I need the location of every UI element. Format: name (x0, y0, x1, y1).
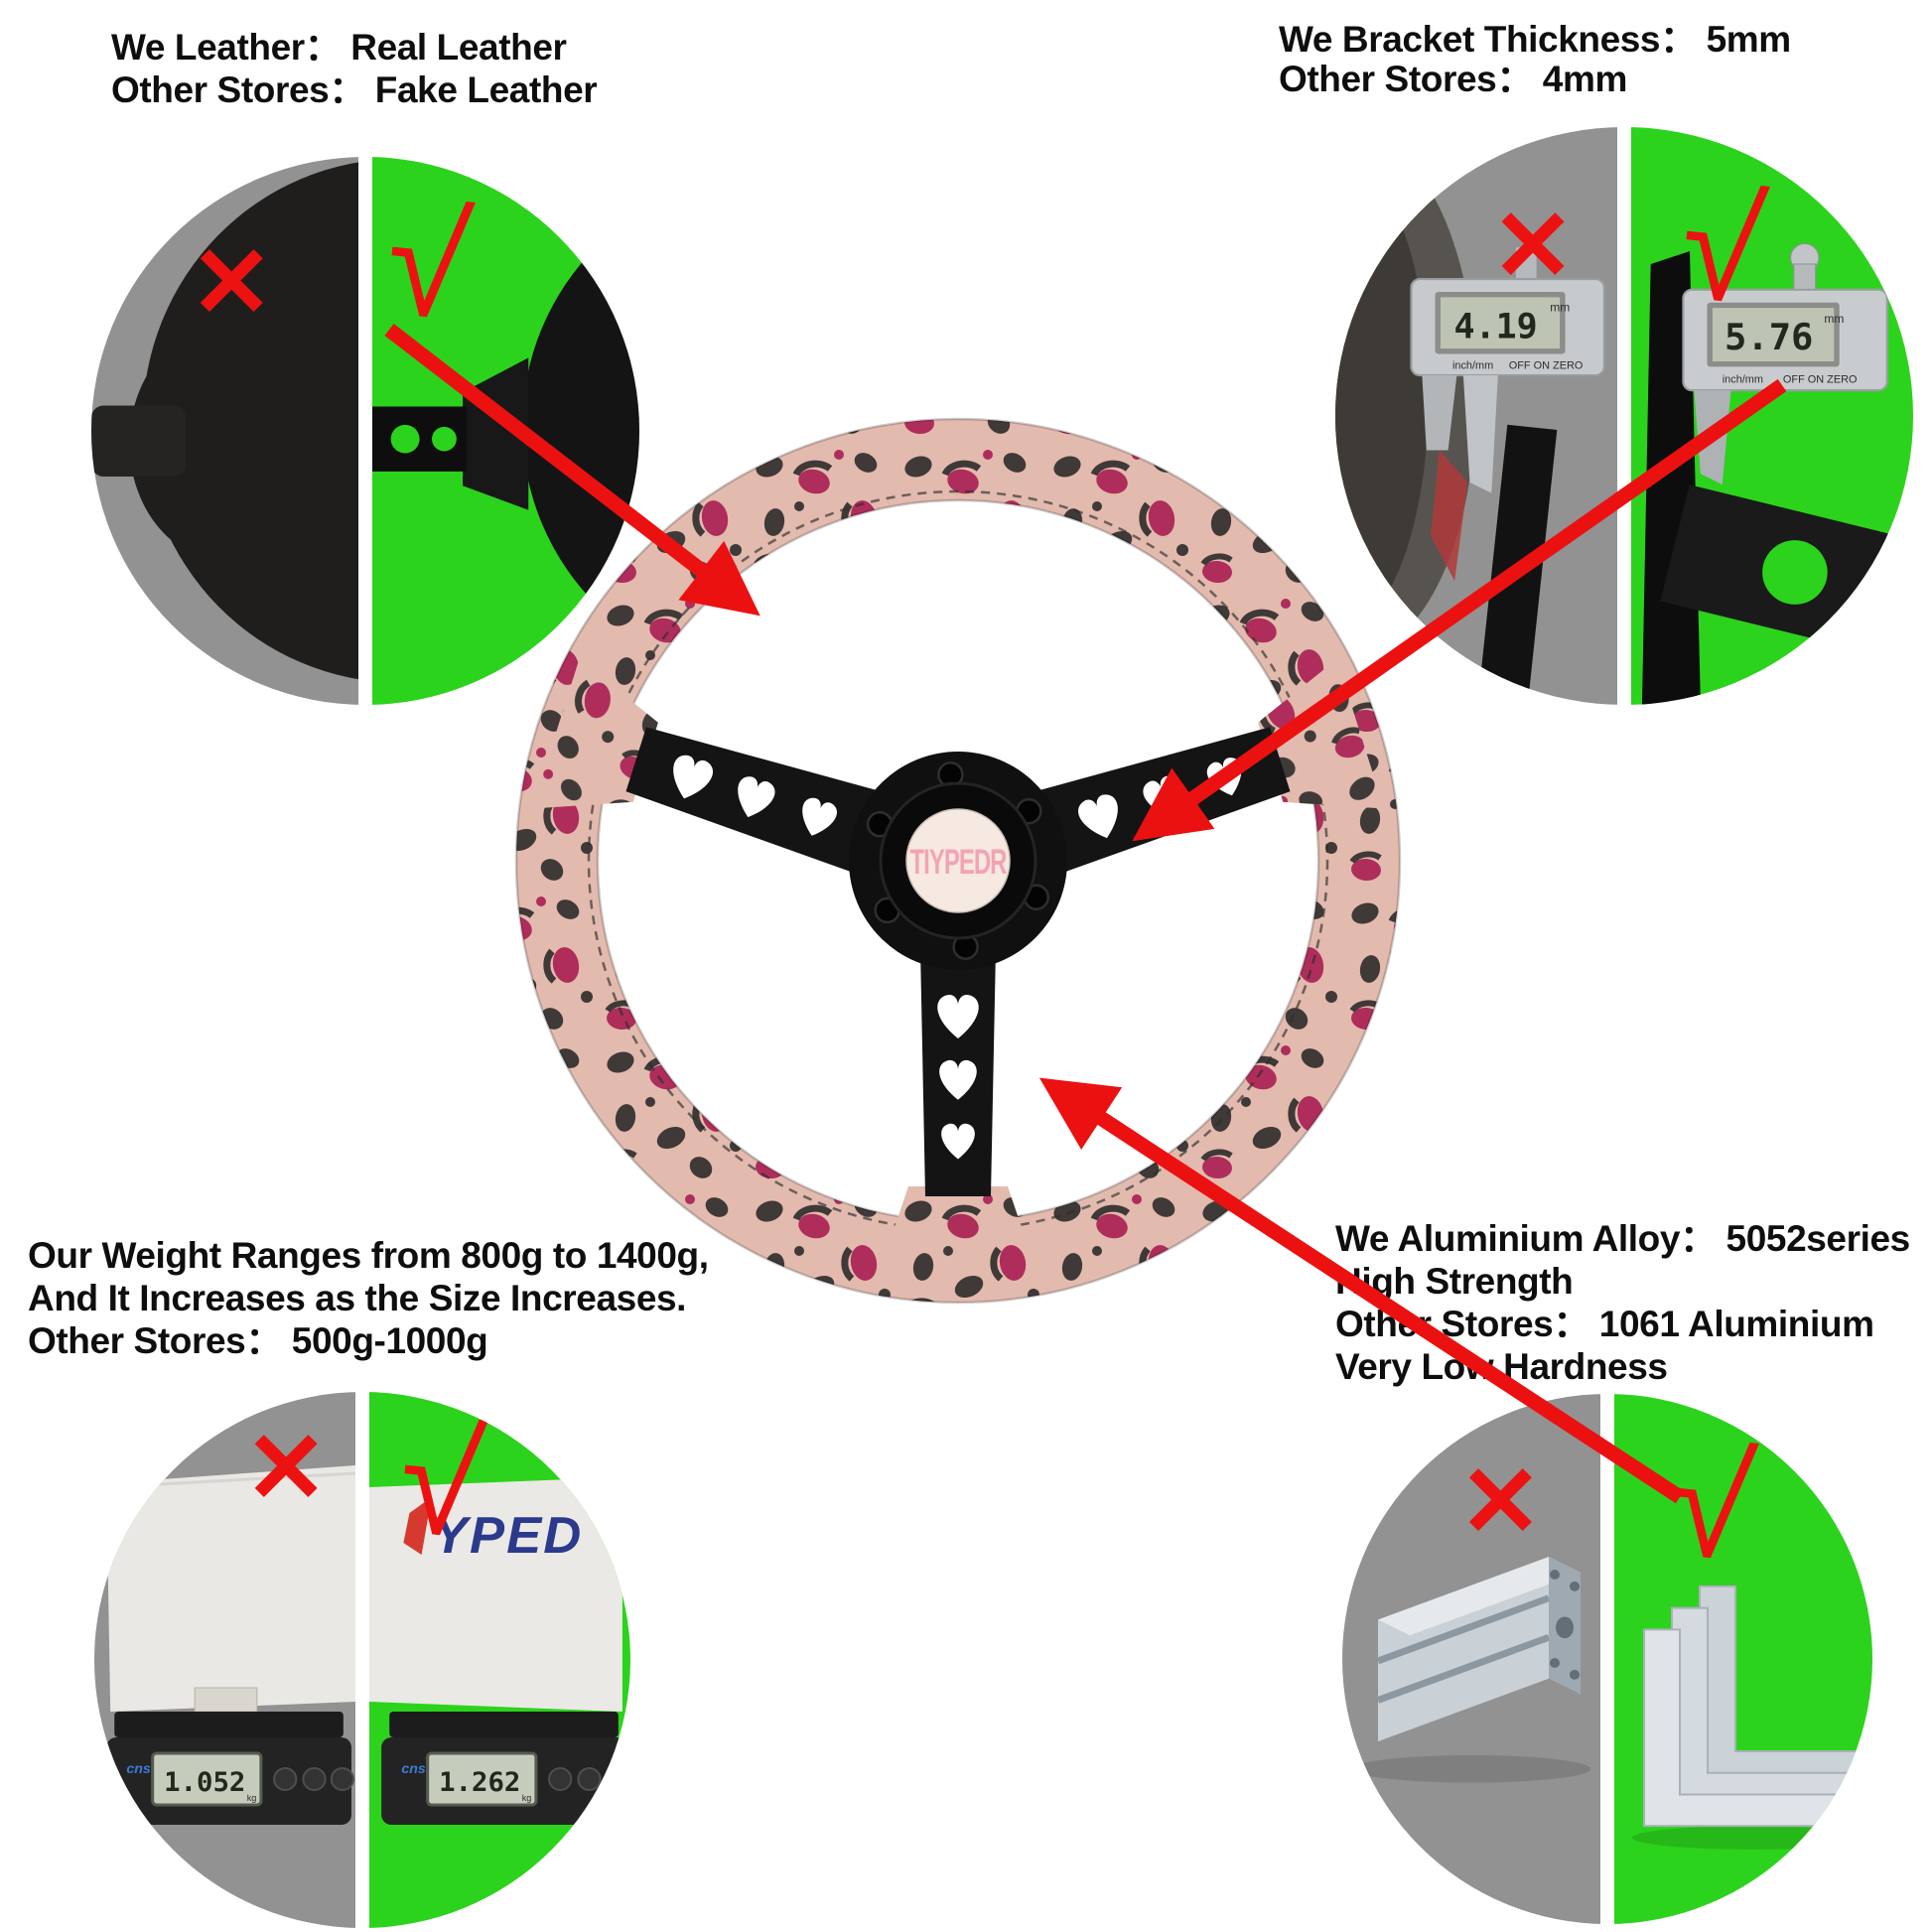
right-spoke (1016, 658, 1385, 881)
callout-line: Other Stores： 4mm (1279, 59, 1627, 99)
bad-half-bracket: 4.19 mm inch/mm OFF ON ZERO (1335, 127, 1617, 705)
fake-leather-wheel-photo (91, 162, 358, 680)
x-mark: ✕ (190, 227, 274, 340)
x-mark: ✕ (244, 1413, 328, 1524)
caliper-unit-label: mm (1824, 312, 1844, 326)
good-half-bracket: 5.76 mm inch/mm OFF ON ZERO (1631, 127, 1913, 705)
x-mark: ✕ (1458, 1446, 1543, 1558)
caliper-buttons-label: OFF ON ZERO (1509, 360, 1584, 372)
scale-heavy-box-photo: YPED cns 1.262 kg (369, 1477, 629, 1825)
callout-line: We Bracket Thickness： 5mm (1279, 19, 1791, 60)
box-brand-logo: YPED (433, 1507, 583, 1565)
comparison-circle-weight: cns 1.052 kg YPED cns 1.262 kg (94, 1392, 630, 1928)
caliper-buttons-label: OFF ON ZERO (1783, 374, 1858, 386)
x-mark: ✕ (1491, 190, 1575, 302)
scale-unit-label: kg (522, 1793, 532, 1803)
good-half-weight: YPED cns 1.262 kg (369, 1392, 630, 1928)
bad-half-leather (91, 157, 358, 705)
scale-brand-logo: cns (401, 1760, 426, 1776)
comparison-circle-aluminium: ✕ √ (1342, 1394, 1872, 1924)
scale-bad-reading: 1.052 (164, 1767, 245, 1798)
hub-screws (866, 761, 1050, 960)
bad-half-weight: cns 1.052 kg (94, 1392, 355, 1928)
caliper-4mm-photo: 4.19 mm inch/mm OFF ON ZERO (1335, 137, 1605, 705)
caliper-good-reading: 5.76 (1725, 316, 1813, 358)
scale-good-reading: 1.262 (439, 1767, 520, 1798)
comparison-circle-bracket: 4.19 mm inch/mm OFF ON ZERO 5.76 mm in (1335, 127, 1913, 705)
callout-line: Our Weight Ranges from 800g to 1400g, (28, 1235, 709, 1276)
callout-line: And It Increases as the Size Increases. (28, 1278, 687, 1318)
check-mark: √ (1673, 160, 1773, 336)
caliper-mode-label: inch/mm (1452, 360, 1493, 372)
callout-line: We Leather： Real Leather (111, 27, 567, 68)
callout-line: Very Low Hardness (1335, 1346, 1668, 1387)
callout-line: We Aluminium Alloy： 5052series (1335, 1218, 1910, 1259)
callout-text-aluminium: We Aluminium Alloy： 5052series High Stre… (1335, 1217, 1910, 1388)
hub-plate (849, 752, 1067, 970)
leopard-rim (516, 419, 1400, 1303)
horn-button-face (905, 808, 1011, 913)
check-mark: √ (378, 177, 478, 351)
comparison-circle-leather: ✕ √ (91, 157, 639, 705)
callout-text-weight: Our Weight Ranges from 800g to 1400g, An… (28, 1234, 709, 1362)
scale-brand-logo: cns (126, 1760, 151, 1776)
scale-light-box-photo: cns 1.052 kg (106, 1465, 355, 1825)
scale-unit-label: kg (247, 1793, 257, 1803)
callout-line: Other Stores： Fake Leather (111, 69, 598, 110)
check-mark: √ (1662, 1418, 1761, 1593)
callout-line: Other Stores： 1061 Aluminium (1335, 1304, 1874, 1344)
callout-text-bracket: We Bracket Thickness： 5mm Other Stores： … (1279, 20, 1791, 99)
angle-profiles-photo (1632, 1585, 1872, 1850)
caliper-bad-reading: 4.19 (1454, 308, 1538, 347)
tslot-extrusion-photo (1352, 1557, 1590, 1783)
good-half-aluminium (1614, 1394, 1872, 1924)
caliper-mode-label: inch/mm (1723, 374, 1763, 386)
callout-line: High Strength (1335, 1261, 1574, 1302)
horn-button-logo: TIYPEDR (910, 844, 1007, 882)
bottom-spoke (876, 948, 1040, 1283)
callout-text-leather: We Leather： Real Leather Other Stores： F… (111, 26, 598, 111)
horn-button-ring (879, 781, 1037, 940)
check-mark: √ (391, 1395, 490, 1571)
callout-line: Other Stores： 500g-1000g (28, 1320, 488, 1361)
rim-stitching (587, 489, 1329, 1232)
caliper-5mm-photo: 5.76 mm inch/mm OFF ON ZERO (1641, 242, 1913, 705)
caliper-unit-label: mm (1550, 300, 1570, 314)
steering-wheel: TIYPEDR (514, 417, 1402, 1305)
